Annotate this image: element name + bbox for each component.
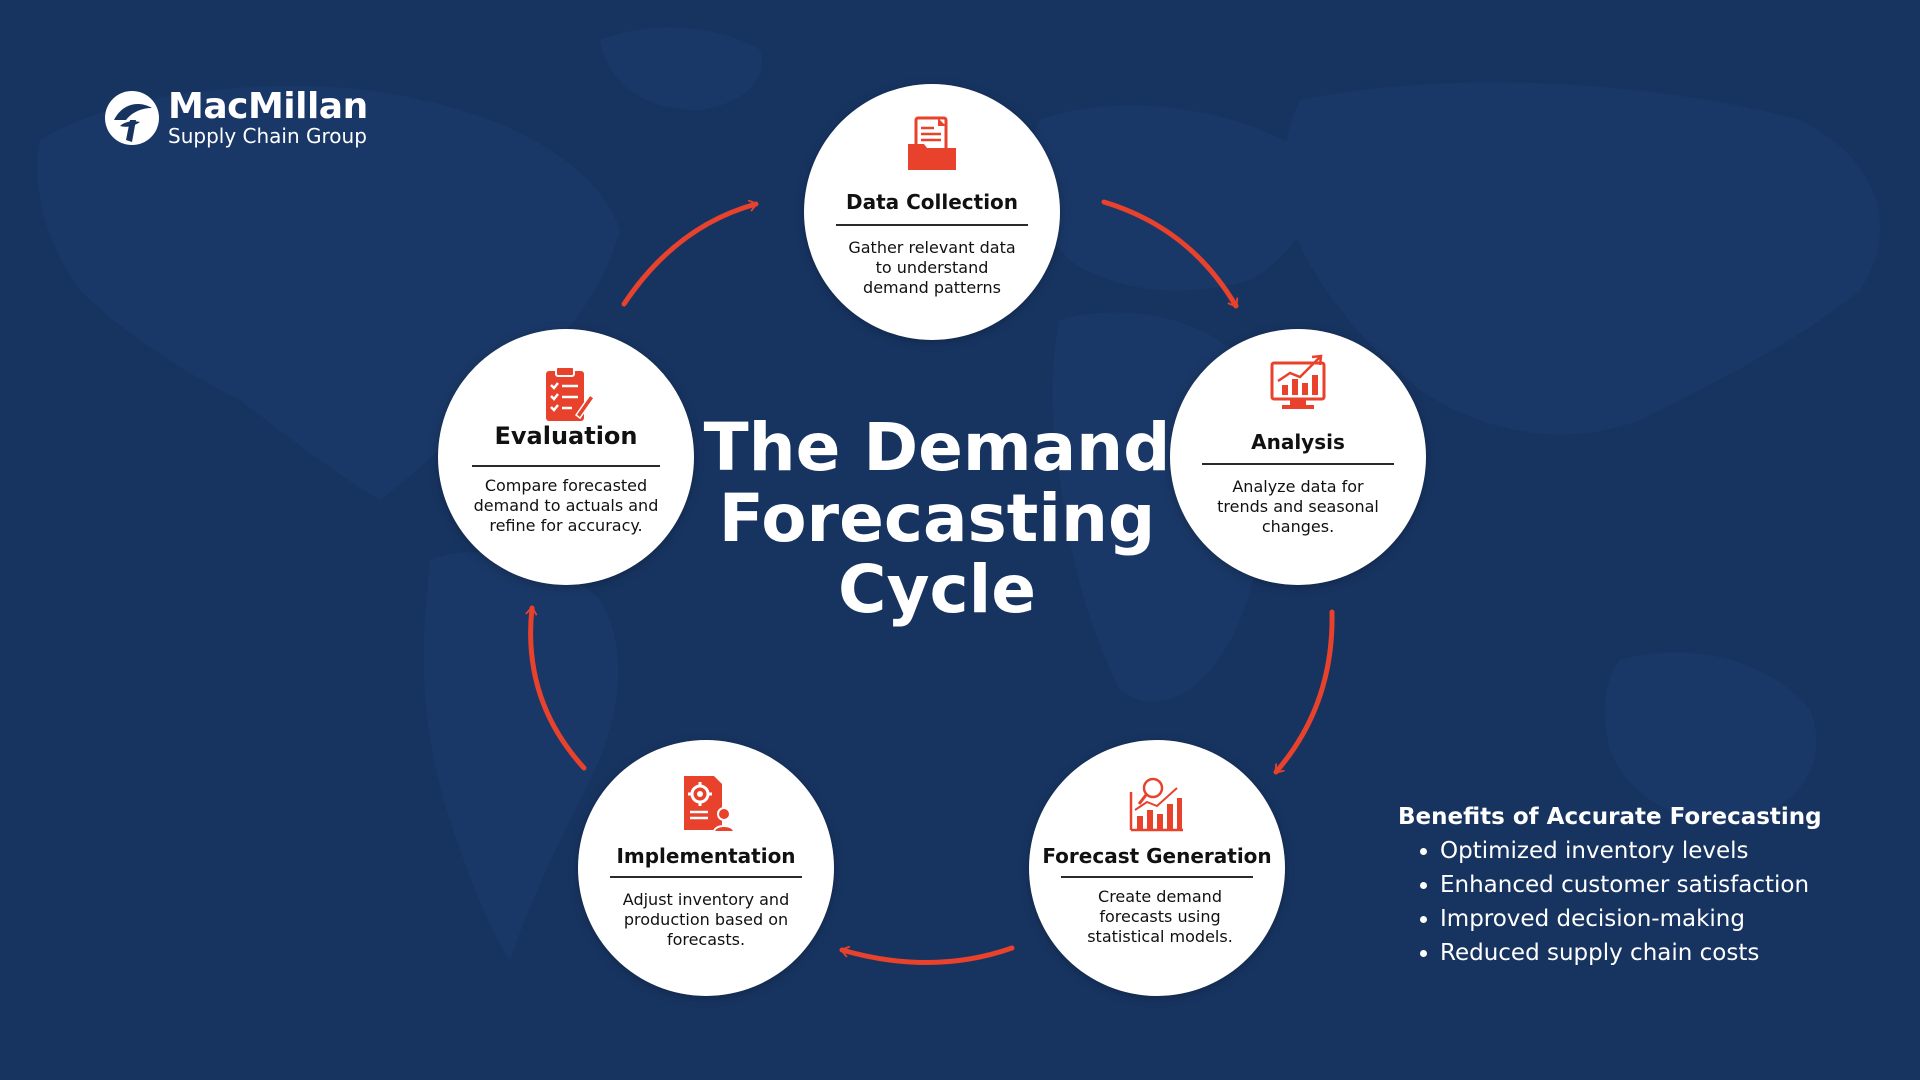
stage-title: Evaluation xyxy=(494,422,638,450)
stage-description: Analyze data for trends and seasonal cha… xyxy=(1217,477,1379,536)
brand-name: MacMillan xyxy=(168,86,368,127)
benefits-list: Optimized inventory levels Enhanced cust… xyxy=(1398,834,1898,970)
stage-forecast-generation: Forecast Generation Create demand foreca… xyxy=(1029,740,1285,996)
arrow-implementation-to-evaluation xyxy=(525,605,587,771)
folder-document-icon xyxy=(908,116,956,170)
stage-title: Data Collection xyxy=(845,190,1019,214)
arrow-evaluation-to-collection xyxy=(621,199,759,307)
forecast-chart-icon xyxy=(1129,777,1183,832)
benefit-item: Optimized inventory levels xyxy=(1440,834,1898,868)
divider xyxy=(472,465,660,467)
benefit-item: Enhanced customer satisfaction xyxy=(1440,868,1898,902)
benefits-panel: Benefits of Accurate Forecasting Optimiz… xyxy=(1398,804,1898,970)
divider xyxy=(1061,876,1253,878)
divider xyxy=(836,224,1028,226)
stage-title: Forecast Generation xyxy=(1042,844,1272,868)
brand-tagline: Supply Chain Group xyxy=(168,124,367,148)
stage-title: Implementation xyxy=(616,844,796,868)
stage-description: Gather relevant data to understand deman… xyxy=(848,238,1016,297)
company-logo: MacMillan Supply Chain Group xyxy=(104,86,404,158)
divider xyxy=(1202,463,1394,465)
benefit-item: Reduced supply chain costs xyxy=(1440,936,1898,970)
stage-description: Adjust inventory and production based on… xyxy=(622,890,790,949)
stage-analysis: Analysis Analyze data for trends and sea… xyxy=(1170,329,1426,585)
benefit-item: Improved decision-making xyxy=(1440,902,1898,936)
arrow-forecast-to-implementation xyxy=(839,945,1015,965)
analytics-monitor-icon xyxy=(1270,354,1326,409)
settings-document-icon xyxy=(684,776,736,833)
stage-data-collection: Data Collection Gather relevant data to … xyxy=(804,84,1060,340)
arrow-collection-to-analysis xyxy=(1101,199,1239,309)
clipboard-checklist-icon xyxy=(546,366,596,421)
stage-implementation: Implementation Adjust inventory and prod… xyxy=(578,740,834,996)
stage-evaluation: Evaluation Compare forecasted demand to … xyxy=(438,329,694,585)
stage-description: Compare forecasted demand to actuals and… xyxy=(473,476,659,535)
divider xyxy=(610,876,802,878)
diagram-title: The Demand Forecasting Cycle xyxy=(703,409,1171,628)
stage-title: Analysis xyxy=(1251,430,1345,454)
logo-mark-icon xyxy=(105,91,159,145)
arrow-analysis-to-forecast xyxy=(1273,609,1335,775)
stage-description: Create demand forecasts using statistica… xyxy=(1087,887,1233,946)
benefits-title: Benefits of Accurate Forecasting xyxy=(1398,804,1822,830)
